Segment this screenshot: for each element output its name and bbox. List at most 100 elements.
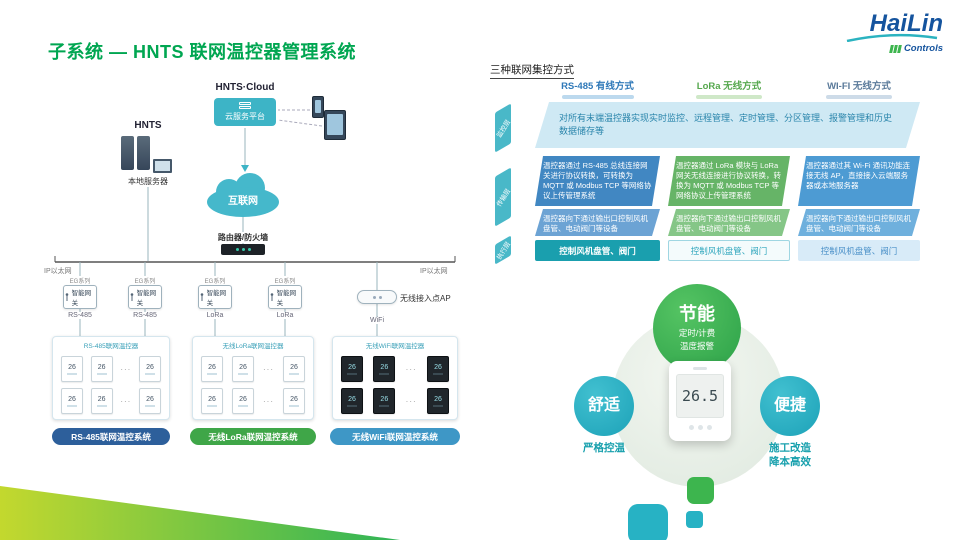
antenna-icon bbox=[65, 292, 69, 301]
gateway-port-label: LoRa bbox=[204, 312, 226, 319]
gateway-rs485-1: EG系列 智能网关 RS-485 bbox=[63, 276, 97, 319]
thermostat-icon: 26 bbox=[90, 388, 113, 414]
thermostat-temperature: 26.5 bbox=[681, 387, 719, 405]
column-header-wifi: WI-FI 无线方式 bbox=[798, 78, 920, 99]
transport-cell-wifi: 温控器通过其 Wi-Fi 通讯功能连接无线 AP，直接接入云端服务器或本地服务器 bbox=[798, 156, 920, 206]
logo-brand-text: HaiLin bbox=[869, 10, 943, 37]
thermostat-icon: 26 bbox=[138, 388, 161, 414]
hnts-cloud-label: HNTS·Cloud bbox=[215, 82, 275, 93]
gateway-lora-1: EG系列 智能网关 LoRa bbox=[198, 276, 232, 319]
cloud-icon bbox=[207, 173, 279, 217]
local-server-label: 本地服务器 bbox=[115, 176, 181, 187]
cloud-platform-label: 云服务平台 bbox=[225, 112, 265, 121]
transport-cell-rs485: 温控器通过 RS-485 总线连接网关进行协议转换，可转换为 MQTT 或 Mo… bbox=[535, 156, 660, 206]
gateway-port-label: LoRa bbox=[274, 312, 296, 319]
system-pill-wifi: 无线WiFi联网温控系统 bbox=[330, 428, 460, 445]
phone-icon bbox=[312, 96, 324, 118]
decor-square-teal-small bbox=[686, 511, 703, 528]
tablet-icon bbox=[324, 110, 346, 140]
arrow-down-icon bbox=[241, 165, 249, 172]
antenna-icon bbox=[200, 292, 204, 301]
benefit-title: 舒适 bbox=[587, 397, 620, 415]
column-header-rs485: RS-485 有线方式 bbox=[535, 78, 660, 99]
benefit-line: 温度报警 bbox=[679, 340, 714, 351]
gateway-label: 智能网关 bbox=[206, 290, 227, 307]
transport-sub-lora: 温控器向下通过输出口控制风机盘管、电动阀门等设备 bbox=[668, 209, 790, 236]
gateway-label: 智能网关 bbox=[71, 290, 92, 307]
gateway-label: 智能网关 bbox=[136, 290, 157, 307]
transport-sub-wifi: 温控器向下通过输出口控制风机盘管、电动阀门等设备 bbox=[798, 209, 920, 236]
ellipsis: ··· bbox=[120, 364, 132, 374]
ellipsis: ··· bbox=[263, 396, 274, 406]
thermostat-icon: 26 bbox=[426, 356, 449, 382]
gateway-series-label: EG系列 bbox=[67, 276, 93, 285]
ellipsis: ··· bbox=[120, 396, 132, 406]
ethernet-label-right: IP以太网 bbox=[420, 268, 448, 275]
benefit-convenient-sub1: 施工改造 bbox=[769, 442, 811, 454]
ellipsis: ··· bbox=[263, 364, 274, 374]
column-header-text: RS-485 有线方式 bbox=[561, 81, 634, 92]
decor-square-green bbox=[687, 477, 714, 504]
router-label: 路由器/防火墙 bbox=[205, 232, 281, 243]
thermostat-icon: 26 bbox=[426, 388, 449, 414]
cloud-platform-box: 云服务平台 bbox=[214, 98, 276, 126]
gateway-lora-2: EG系列 智能网关 LoRa bbox=[268, 276, 302, 319]
gateway-series-label: EG系列 bbox=[272, 276, 298, 285]
column-header-text: WI-FI 无线方式 bbox=[827, 81, 891, 92]
gateway-label: 智能网关 bbox=[276, 290, 297, 307]
execute-cell-rs485: 控制风机盘管、阀门 bbox=[535, 240, 660, 261]
thermostat-icon: 26 bbox=[201, 356, 223, 382]
thermostat-icon: 26 bbox=[341, 388, 363, 414]
transport-sub-rs485: 温控器向下通过输出口控制风机盘管、电动阀门等设备 bbox=[535, 209, 660, 236]
thermostat-icon: 26 bbox=[373, 388, 396, 414]
system-pill-rs485: RS-485联网温控系统 bbox=[52, 428, 170, 445]
thermostat-icon: 26 bbox=[232, 356, 254, 382]
monitor-layer-cell: 对所有末端温控器实现实时监控、远程管理、定时管理、分区管理、报警管理和历史数据储… bbox=[535, 102, 920, 148]
benefit-title: 节能 bbox=[679, 304, 715, 325]
benefit-comfort-sub: 严格控温 bbox=[583, 442, 625, 454]
execute-cell-wifi: 控制风机盘管、阀门 bbox=[798, 240, 920, 261]
execute-cell-lora: 控制风机盘管、阀门 bbox=[668, 240, 790, 261]
hailin-logo: HaiLin Controls bbox=[843, 12, 943, 54]
ellipsis: ··· bbox=[405, 364, 417, 374]
antenna-icon bbox=[130, 292, 134, 301]
internet-label: 互联网 bbox=[228, 196, 258, 207]
thermostat-icon: 26 bbox=[201, 388, 223, 414]
header-underline bbox=[826, 95, 892, 99]
wifi-port-label: WiFi bbox=[365, 317, 389, 324]
server-icon bbox=[239, 102, 251, 109]
gateway-series-label: EG系列 bbox=[202, 276, 228, 285]
thermostat-icon: 26 bbox=[373, 356, 396, 382]
local-server-icon bbox=[121, 136, 181, 174]
gateway-series-label: EG系列 bbox=[132, 276, 158, 285]
gateway-rs485-2: EG系列 智能网关 RS-485 bbox=[128, 276, 162, 319]
header-underline bbox=[696, 95, 762, 99]
thermostat-group-rs485: RS-485联网温控器 26 26 ··· 26 26 26 ··· 26 bbox=[52, 336, 170, 420]
thermostat-icon: 26 bbox=[232, 388, 254, 414]
thermostat-group-lora: 无线LoRa联网温控器 26 26 ··· 26 26 26 ··· 26 bbox=[192, 336, 314, 420]
gateway-port-label: RS-485 bbox=[131, 312, 159, 319]
ellipsis: ··· bbox=[405, 396, 417, 406]
thermostat-icon: 26 bbox=[341, 356, 363, 382]
thermostat-icon: 26 bbox=[138, 356, 161, 382]
group-header: 无线LoRa联网温控器 bbox=[222, 343, 284, 350]
thermostat-icon: 26 bbox=[90, 356, 113, 382]
wireless-ap-device bbox=[357, 290, 397, 304]
thermostat-icon: 26 bbox=[61, 388, 83, 414]
hnts-label: HNTS bbox=[134, 120, 162, 131]
page-title: 子系统 — HNTS 联网温控器管理系统 bbox=[48, 42, 357, 62]
benefit-title: 便捷 bbox=[773, 397, 806, 415]
antenna-icon bbox=[270, 292, 274, 301]
thermostat-group-wifi: 无线WiFi联网温控器 26 26 ··· 26 26 26 ··· 26 bbox=[332, 336, 458, 420]
benefit-convenient-circle: 便捷 bbox=[760, 376, 820, 436]
thermostat-screen: 26.5 bbox=[676, 374, 724, 418]
wireless-ap-label: 无线接入点AP bbox=[400, 294, 451, 303]
benefit-energy-circle: 节能 定时/计费 温度报警 bbox=[653, 284, 741, 372]
thermostat-device-image: 26.5 bbox=[669, 361, 731, 441]
thermostat-icon: 26 bbox=[283, 356, 305, 382]
thermostat-buttons bbox=[688, 425, 712, 430]
ethernet-label-left: IP以太网 bbox=[44, 268, 72, 275]
column-header-text: LoRa 无线方式 bbox=[696, 81, 762, 92]
benefit-line: 定时/计费 bbox=[678, 327, 716, 338]
